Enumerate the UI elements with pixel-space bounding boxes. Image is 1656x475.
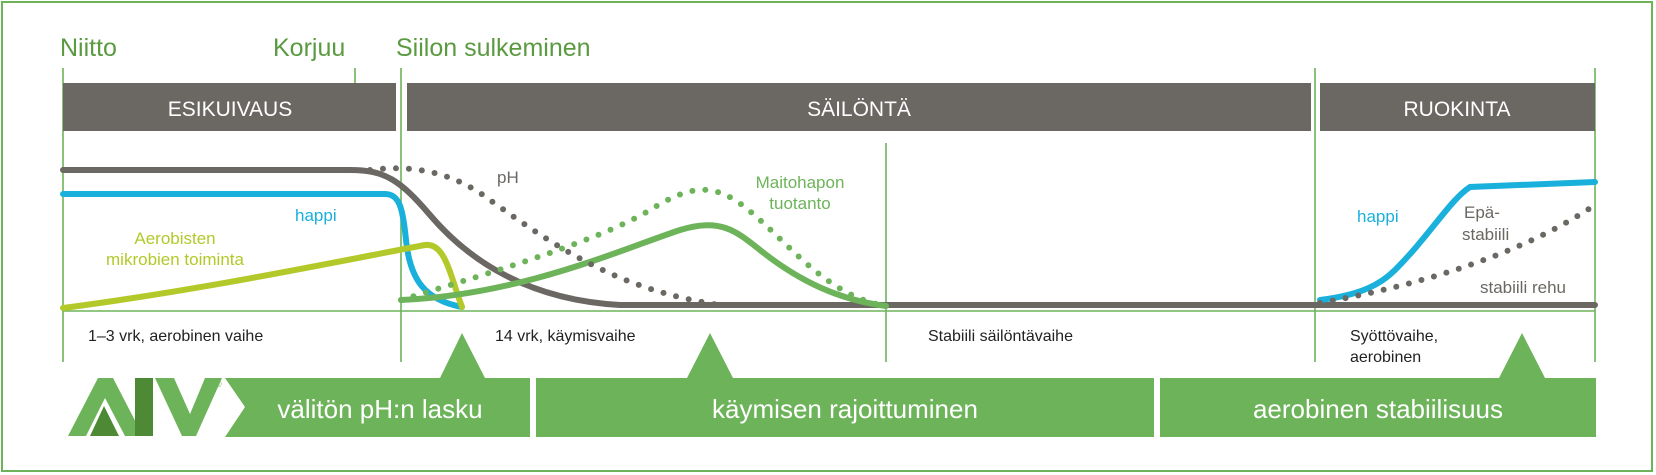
curve-happi-ruokinta [1317,179,1598,303]
label-epa: Epä- [1464,203,1500,222]
phase-label-esikuivaus: ESIKUIVAUS [168,98,292,121]
logo-letter-a [68,378,143,436]
bottom-banners [225,333,1596,437]
banner-ph-lasku [225,378,530,437]
arrow-aerobinen [1499,333,1545,378]
phase-bar-sailonta [407,83,1311,131]
curve-aerobiset-mikrobit [60,241,465,311]
phase-bar-ruokinta [1320,83,1595,131]
stage-kaymisvaihe: 14 vrk, käymisvaihe [495,328,636,345]
curve-kuiva-aine [60,167,1598,308]
banner-text-ph-lasku: välitön pH:n lasku [277,394,482,424]
logo-registered-mark: ® [215,379,222,389]
logo-letter-v [155,378,222,436]
banner-text-kaymisen: käymisen rajoittuminen [712,394,978,424]
curve-maitohappo-pisteet [398,186,889,309]
label-happi: happi [295,206,337,225]
phase-label-sailonta: SÄILÖNTÄ [807,98,911,121]
aiv-logo: ® [68,378,222,436]
phase-label-ruokinta: RUOKINTA [1404,98,1511,121]
label-mikrobien-toiminta: mikrobien toiminta [106,250,244,269]
milestone-siilon-sulkeminen: Siilon sulkeminen [396,34,591,62]
stage-aerobinen-vaihe: 1–3 vrk, aerobinen vaihe [88,328,263,345]
stage-syottovaihe-aerobinen: aerobinen [1350,349,1421,366]
curve-epastabiili [1317,202,1598,306]
arrow-ph-lasku [440,333,485,378]
arrow-kaymisen [687,333,733,378]
label-happi-ruokinta: happi [1357,207,1399,226]
milestone-korjuu: Korjuu [273,34,345,62]
banner-kaymisen [536,378,1154,437]
logo-letter-i [135,378,153,436]
stage-stabiili-sailontavaihe: Stabiili säilöntävaihe [928,328,1073,345]
logo-letter-a-inner [90,406,119,436]
label-stabiili-rehu: stabiili rehu [1480,278,1566,297]
phase-bar-esikuivaus [63,83,396,131]
label-ph: pH [497,168,519,187]
label-stabiili: stabiili [1462,225,1509,244]
stage-syottovaihe: Syöttövaihe, [1350,328,1438,345]
label-aerobisten: Aerobisten [134,229,215,248]
label-maitohapon: Maitohapon [756,173,845,192]
curve-maitohapon-tuotanto [398,222,889,309]
milestone-niitto: Niitto [60,34,117,62]
label-tuotanto: tuotanto [769,194,830,213]
banner-aerobinen [1160,378,1596,437]
banner-text-aerobinen: aerobinen stabiilisuus [1253,394,1503,424]
